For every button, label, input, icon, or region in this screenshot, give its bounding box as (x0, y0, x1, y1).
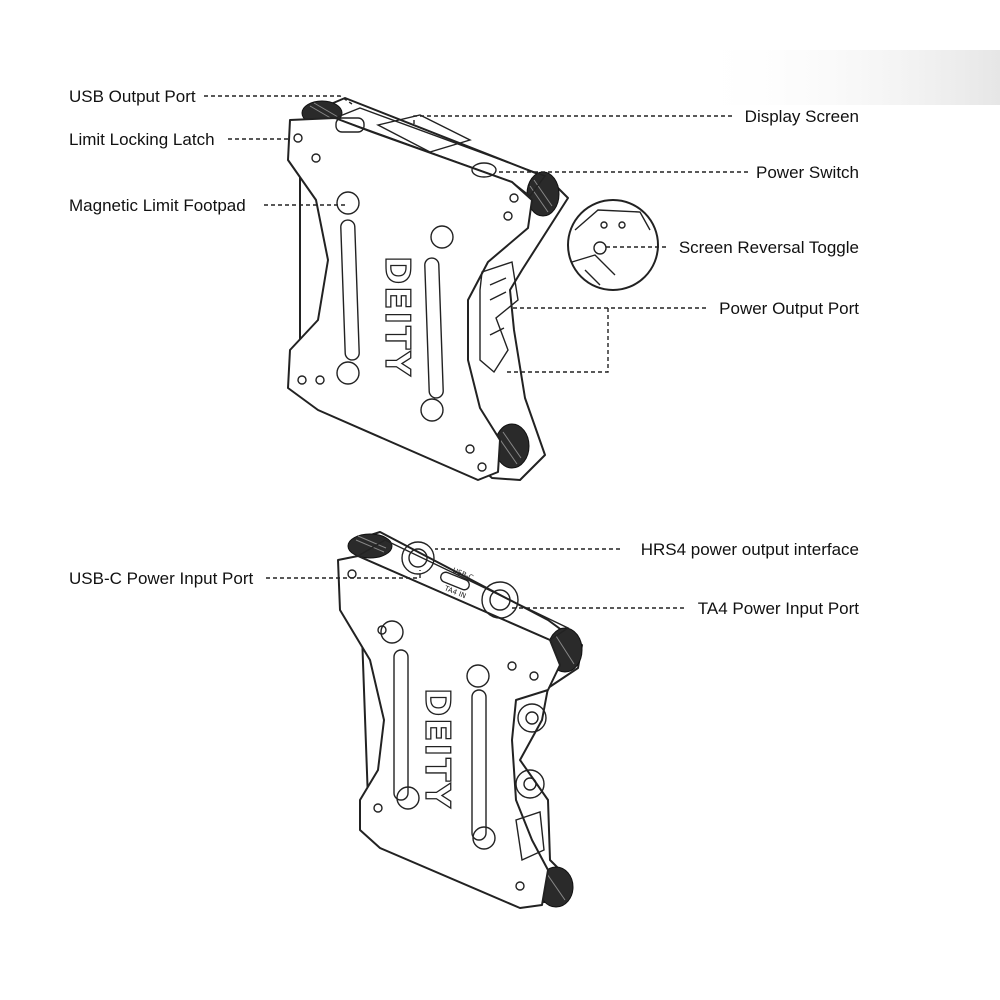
top-roller-right (526, 171, 560, 217)
bottom-roller (494, 423, 530, 469)
background-fade (690, 50, 1000, 105)
label-limit-locking-latch: Limit Locking Latch (69, 130, 215, 149)
bottom-brand-logo: DEITY (417, 688, 457, 810)
bottom-device-illustration: USB-C TA4 IN DEITY (337, 531, 583, 909)
magnetic-footpad-1 (336, 191, 360, 215)
label-power-switch: Power Switch (756, 163, 859, 182)
hrs4-connector (401, 541, 435, 575)
label-usb-c-power-input-port: USB-C Power Input Port (69, 569, 254, 588)
bottom-plate-slot-left (393, 649, 409, 801)
magnetic-footpad-2 (430, 225, 454, 249)
label-display-screen: Display Screen (745, 107, 859, 126)
usb-output-slot (335, 117, 365, 133)
display-screen-panel (376, 114, 472, 153)
usb-c-input-slot (440, 571, 470, 591)
bottom-plate-slot-right (471, 689, 487, 841)
zoom-inset (567, 199, 659, 291)
top-brand-logo: DEITY (377, 256, 417, 378)
magnetic-footpad-3 (336, 361, 360, 385)
magnetic-footpad-4 (420, 398, 444, 422)
plate-slot-left (340, 219, 360, 361)
ta4-connector (481, 581, 519, 619)
label-screen-reversal-toggle: Screen Reversal Toggle (679, 238, 859, 257)
label-magnetic-limit-footpad: Magnetic Limit Footpad (69, 196, 246, 215)
plate-slot-right (424, 257, 444, 399)
top-device-illustration: DEITY (287, 97, 569, 481)
leader-lines (204, 95, 748, 609)
label-usb-output-port: USB Output Port (69, 87, 196, 106)
bottom-roller-top-left (347, 533, 393, 559)
power-switch-knob (471, 162, 497, 178)
label-hrs4-power-output-interface: HRS4 power output interface (641, 540, 859, 559)
label-ta4-power-input-port: TA4 Power Input Port (698, 599, 860, 618)
label-power-output-port: Power Output Port (719, 299, 859, 318)
